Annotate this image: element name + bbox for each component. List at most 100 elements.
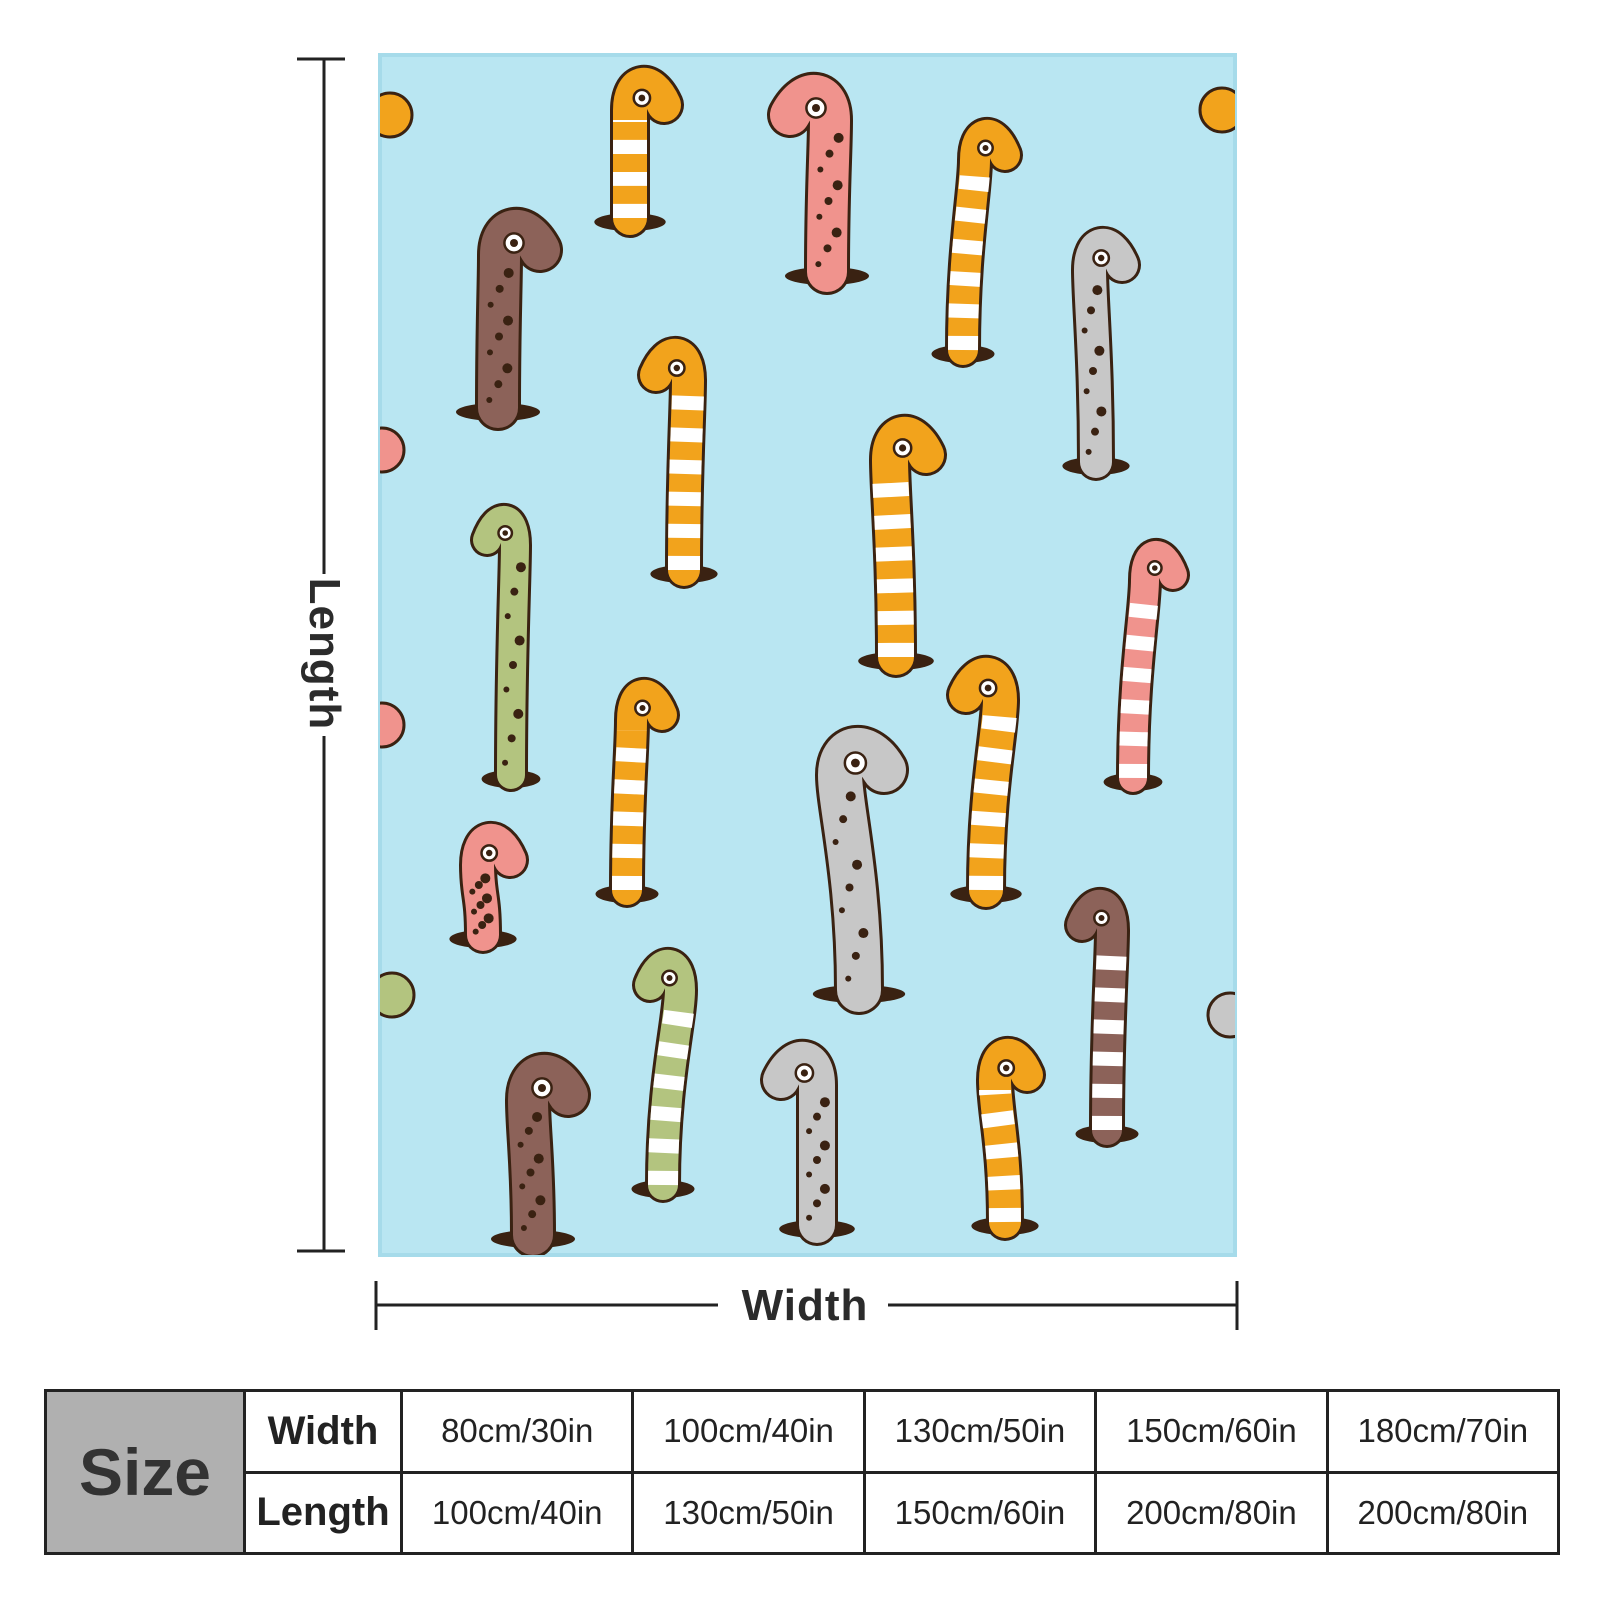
eel-spot	[806, 1128, 813, 1135]
eel-spot	[502, 759, 509, 766]
width-cell: 150cm/60in	[1094, 1389, 1329, 1474]
eel-spot	[526, 1168, 535, 1177]
edge-eel-head	[380, 426, 406, 474]
size-table: Size Width 80cm/30in 100cm/40in 130cm/50…	[44, 1389, 1561, 1555]
eel-spot	[817, 166, 824, 173]
eel-spot	[819, 1183, 830, 1194]
edge-eel-head	[380, 971, 416, 1019]
eel-spot	[517, 1141, 524, 1148]
eel-spot	[474, 881, 483, 889]
width-row-label: Width	[243, 1389, 403, 1474]
eel-spot	[519, 1183, 526, 1190]
edge-eel-head	[380, 91, 414, 139]
eel-pupil	[666, 975, 673, 981]
eel-pupil	[638, 94, 646, 102]
eel-spot	[1092, 285, 1103, 296]
eel-pupil	[1098, 254, 1105, 262]
eel-body	[612, 680, 677, 905]
eel-spot	[824, 197, 833, 205]
length-cell: 100cm/40in	[399, 1470, 635, 1555]
eel-spot	[1094, 345, 1105, 356]
eel-spot	[504, 613, 511, 620]
eel-spot	[845, 791, 856, 802]
edge-eel-head	[1206, 991, 1235, 1039]
eel-spot	[494, 380, 503, 389]
eel-spot	[514, 635, 525, 646]
eel-pupil	[1003, 1064, 1010, 1072]
eel-body	[817, 728, 906, 1012]
eel-pupil	[538, 1084, 546, 1092]
eel-spot	[471, 908, 478, 915]
eel-pupil	[673, 364, 680, 372]
eel-stripes	[969, 709, 1017, 891]
width-cell: 80cm/30in	[399, 1389, 635, 1474]
eel-spot	[535, 1195, 546, 1206]
eel-spot	[815, 261, 822, 268]
width-cell: 130cm/50in	[862, 1389, 1098, 1474]
eel-pupil	[486, 849, 493, 857]
size-header: Size	[44, 1389, 246, 1555]
eel-spot	[858, 928, 869, 939]
eel-spot	[483, 913, 494, 924]
eel-pupil	[639, 705, 646, 711]
eel-spot	[845, 975, 852, 982]
length-cell: 130cm/50in	[631, 1470, 866, 1555]
eel-stripes	[1119, 589, 1159, 779]
eel-spot	[478, 921, 487, 929]
eel-spot	[813, 1156, 821, 1164]
eel-spot	[520, 1225, 527, 1232]
eel-spot	[1081, 327, 1088, 334]
eel-pupil	[510, 239, 518, 247]
size-row-width: Size Width 80cm/30in 100cm/40in 130cm/50…	[44, 1389, 1561, 1555]
eel-spot	[1087, 306, 1095, 315]
eel-spot	[819, 1140, 830, 1151]
eel-spot	[813, 1112, 821, 1121]
eel-spot	[495, 284, 504, 293]
eel-stripes	[668, 389, 704, 571]
eel-spot	[509, 661, 517, 669]
eel-spot	[532, 1111, 543, 1122]
eel-spot	[816, 213, 823, 220]
eel-pupil	[984, 684, 992, 692]
eel-spot	[1085, 448, 1092, 455]
eel-pupil	[812, 104, 820, 112]
eel-body	[763, 1042, 836, 1243]
eel-spot	[524, 1126, 533, 1135]
eel-pattern	[380, 65, 1235, 1255]
eel-spot	[823, 244, 832, 253]
eel-spot	[832, 180, 843, 191]
length-cell: 200cm/80in	[1094, 1470, 1329, 1555]
eel-spot	[513, 708, 524, 719]
width-cell: 180cm/70in	[1325, 1389, 1561, 1474]
eel-spot	[481, 893, 492, 904]
eel-spot	[502, 363, 513, 374]
eel-spot	[831, 227, 842, 238]
eel-spot	[487, 301, 494, 308]
length-label: Length	[300, 577, 349, 731]
eel-spot	[839, 815, 848, 824]
eel-spot	[503, 267, 514, 278]
eel-body	[770, 75, 851, 292]
eel-stripes	[872, 469, 914, 658]
eel-pupil	[899, 444, 907, 452]
length-cell: 150cm/60in	[862, 1470, 1098, 1555]
eel-pupil	[1098, 915, 1105, 921]
eel-spot	[480, 873, 491, 884]
eel-spot	[515, 562, 526, 573]
width-label: Width	[741, 1281, 869, 1330]
eel-spot	[503, 686, 510, 693]
eel-spot	[1091, 427, 1099, 436]
edge-eel-head	[1198, 86, 1235, 134]
eel-body	[507, 1055, 588, 1255]
eel-spot	[806, 1171, 813, 1178]
size-row-length: Length 100cm/40in 130cm/50in 150cm/60in …	[46, 1470, 1561, 1555]
eel-spot	[486, 349, 493, 356]
eel-pupil	[502, 530, 509, 536]
eel-spot	[845, 883, 854, 892]
eel-spot	[469, 888, 476, 895]
eel-spot	[472, 928, 479, 935]
eel-spot	[510, 587, 519, 596]
eel-spot	[825, 149, 834, 158]
eel-spot	[486, 397, 493, 404]
eel-spot	[852, 859, 863, 870]
